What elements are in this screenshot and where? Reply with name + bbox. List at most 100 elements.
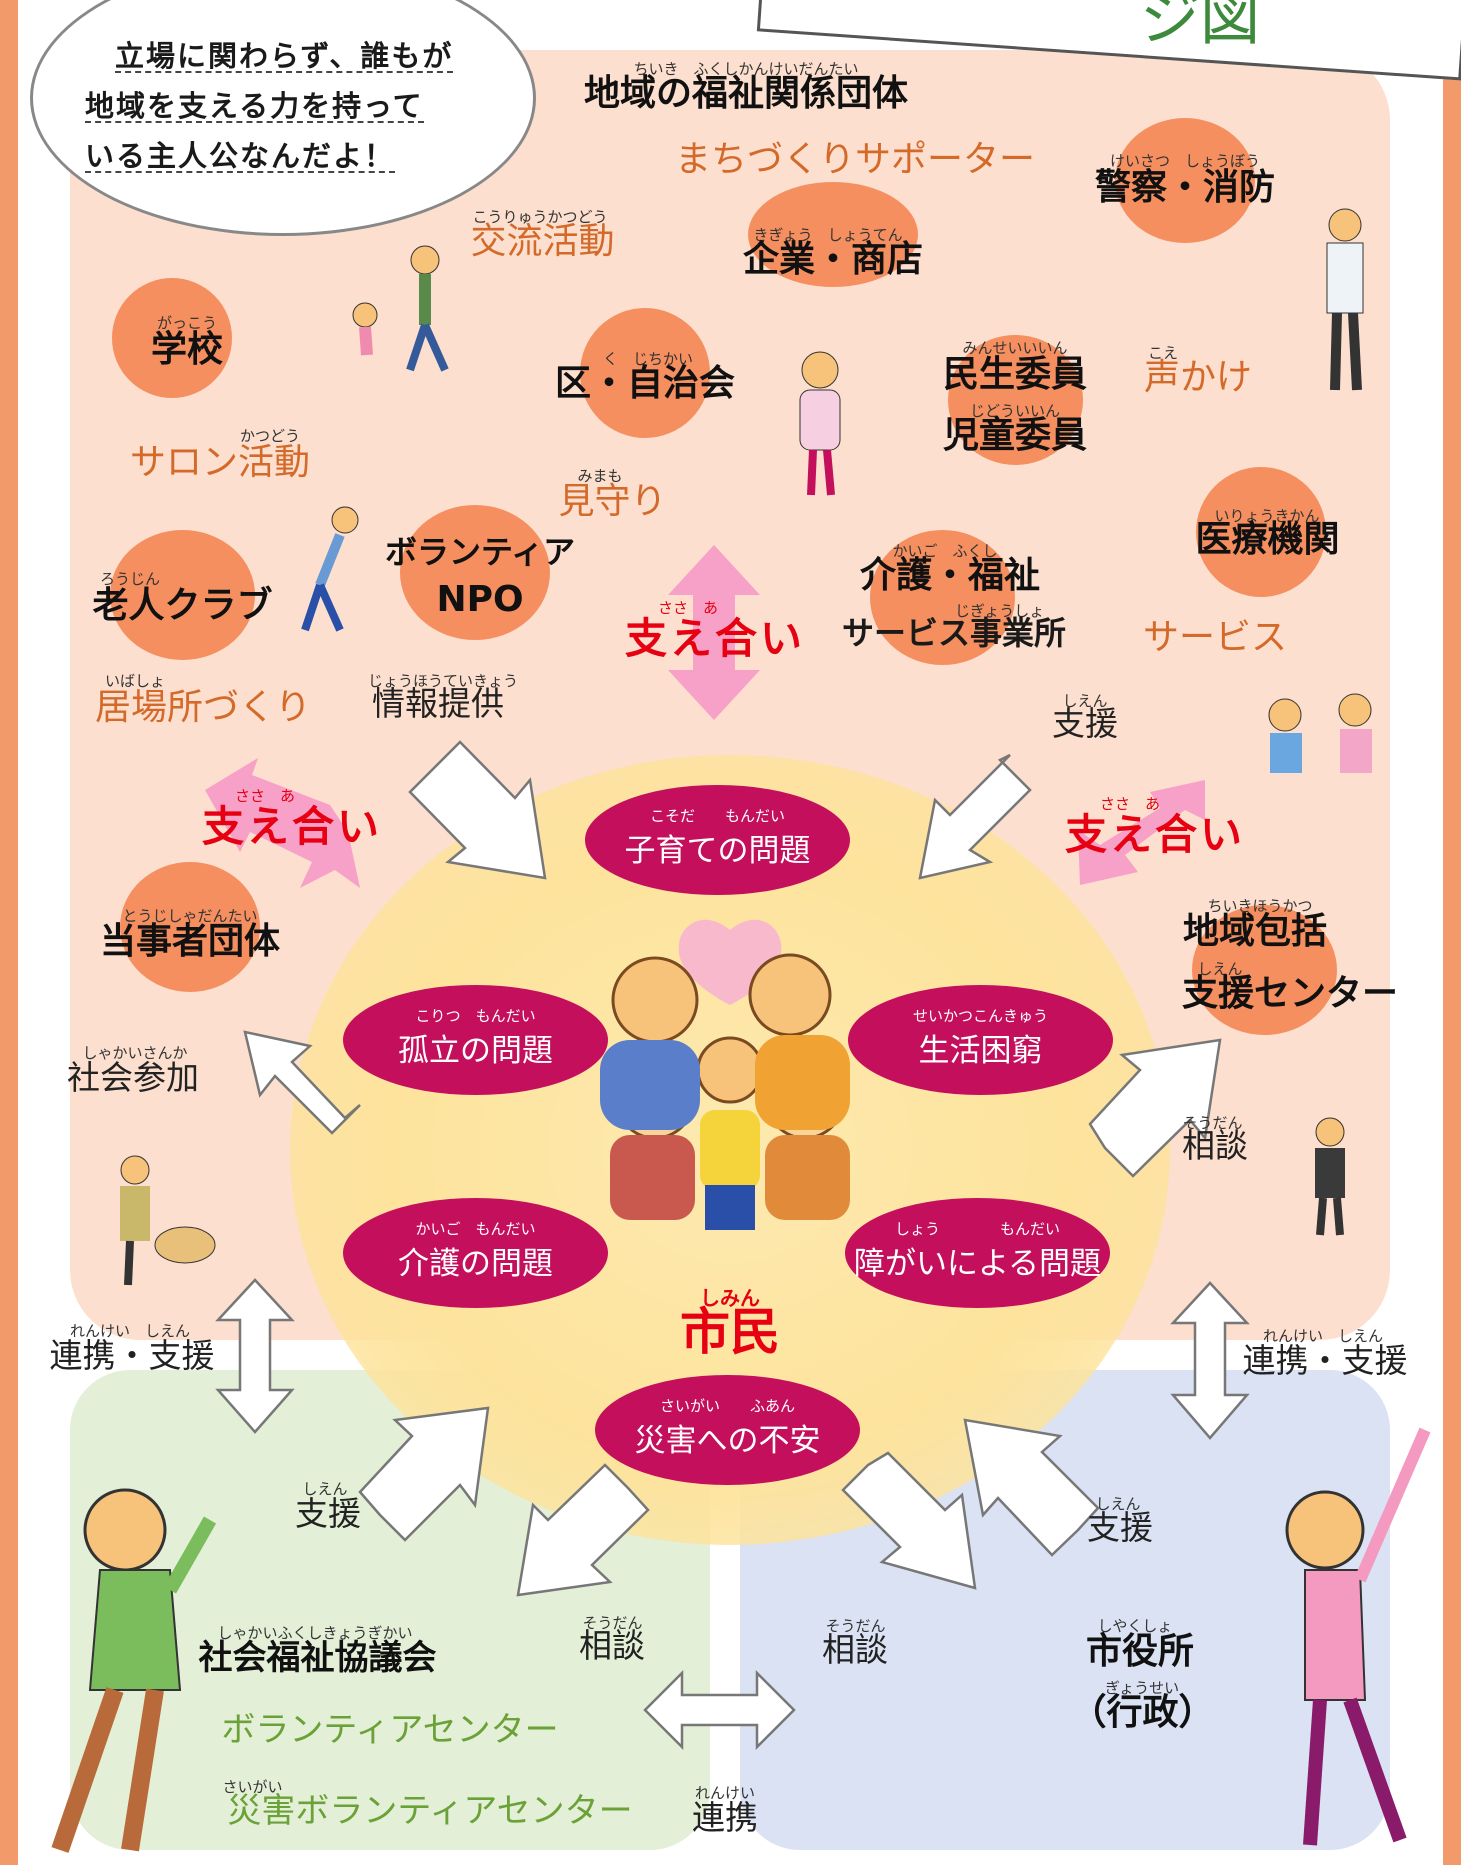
- shakyo-ruby: しゃかいふくしきょうぎかい: [217, 1624, 413, 1642]
- chiiki-label-2: 支援センター: [1182, 973, 1399, 1014]
- problem-poverty: せいかつこんきゅう 生活困窮: [848, 985, 1113, 1095]
- problem-isolation-label: 孤立の問題: [398, 1033, 553, 1069]
- consult-right-ruby: そうだん: [1182, 1114, 1243, 1132]
- city-hall-sub-label: （行政）: [1070, 1692, 1215, 1733]
- city-hall-ruby: しやくしょ: [1097, 1617, 1173, 1635]
- consult-br-label: 相談: [822, 1630, 888, 1669]
- bubble-line-3: いる主人公なんだよ！: [85, 139, 396, 173]
- ward-label: 区・自治会: [554, 363, 735, 404]
- school-circle: [112, 278, 232, 398]
- renkei-bottom-ruby: れんけい: [694, 1784, 755, 1802]
- jido-ruby: じどういいん: [969, 402, 1060, 420]
- citizen-ruby: しみん: [700, 1286, 760, 1310]
- voice-label: 声かけ: [1143, 357, 1252, 398]
- speech-bubble: [30, 0, 536, 236]
- support-br-ruby: しえん: [1095, 1495, 1141, 1513]
- grandmother-illustration: [799, 351, 841, 496]
- volunteer-circle: [400, 505, 550, 640]
- city-hall-label: 市役所: [1085, 1631, 1194, 1672]
- problem-disaster-label: 災害への不安: [634, 1423, 821, 1459]
- problem-isolation: こりつ もんだい 孤立の問題: [343, 985, 608, 1095]
- support-br-label: 支援: [1087, 1508, 1153, 1547]
- problem-disability-label: 障がいによる問題: [853, 1246, 1102, 1282]
- mutual-support-center: 支え合い: [624, 614, 805, 663]
- info-ruby: じょうほうていきょう: [367, 672, 518, 690]
- service-label: サービス: [1142, 617, 1287, 658]
- chiiki-ruby-1: ちいきほうかつ: [1207, 897, 1313, 915]
- business-label: 企業・商店: [742, 239, 923, 280]
- business-ruby: きぎょう しょうてん: [753, 226, 903, 244]
- problem-poverty-label: 生活困窮: [918, 1033, 1043, 1069]
- white-arrow-left: [243, 1030, 361, 1135]
- minsei-label: 民生委員: [942, 354, 1087, 395]
- exchange-label: 交流活動: [470, 221, 615, 262]
- mutual-center-ruby: ささ あ: [657, 599, 718, 617]
- party-ruby: とうじしゃだんたい: [122, 907, 258, 925]
- business-circle: [748, 182, 918, 287]
- consult-bl-ruby: そうだん: [582, 1614, 643, 1632]
- problem-nursing: かいご もんだい 介護の問題: [343, 1198, 608, 1308]
- party-label: 当事者団体: [99, 921, 280, 962]
- party-circle: [120, 862, 260, 992]
- minsei-ruby: みんせいいいん: [962, 339, 1068, 357]
- mimamori-ruby: みまも: [577, 467, 623, 485]
- support-right-ruby: しえん: [1062, 692, 1108, 710]
- support-right-label: 支援: [1052, 704, 1118, 743]
- chiiki-center-circle: [1192, 905, 1337, 1035]
- bubble-line-2: 地域を支える力を持って: [85, 89, 424, 123]
- parent-child-illustration: [352, 245, 449, 372]
- ward-circle: [580, 308, 710, 438]
- white-arrow-right: [1088, 1038, 1222, 1178]
- salon-ruby: かつどう: [239, 427, 300, 445]
- machizukuri-label: まちづくりサポーター: [675, 139, 1036, 180]
- problem-nursing-ruby: かいご もんだい: [415, 1220, 536, 1238]
- problem-isolation-ruby: こりつ もんだい: [415, 1007, 536, 1025]
- medical-circle: [1196, 467, 1326, 597]
- waving-woman-illustration: [1285, 1427, 1431, 1846]
- school-ruby: がっこう: [156, 314, 217, 332]
- support-bl-label: 支援: [295, 1494, 361, 1533]
- mimamori-label: 見守り: [558, 481, 667, 522]
- white-double-arrow-left: [215, 1278, 295, 1434]
- care-office-label: サービス事業所: [842, 614, 1067, 652]
- police-ruby: けいさつ しょうぼう: [1109, 152, 1260, 170]
- support-bl-ruby: しえん: [302, 1480, 348, 1498]
- problem-disability: しょう もんだい 障がいによる問題: [845, 1198, 1110, 1308]
- white-arrow-br-in: [963, 1418, 1100, 1557]
- pink-arrow-right: [1078, 780, 1205, 885]
- care-office-ruby: じぎょうしょ: [955, 602, 1045, 620]
- title-fragment: ジ図: [1140, 0, 1260, 54]
- police-label: 警察・消防: [1094, 167, 1275, 208]
- pink-arrow-left: [205, 758, 360, 888]
- salon-label: サロン活動: [129, 442, 310, 483]
- consulting-man-illustration: [1315, 1117, 1345, 1236]
- children-playing-illustration: [1268, 693, 1372, 773]
- white-double-arrow-bottom: [643, 1669, 796, 1751]
- elderly-club-ruby: ろうじん: [99, 570, 160, 588]
- minsei-circle: [948, 335, 1083, 465]
- disaster-center-label: 災害ボランティアセンター: [227, 1791, 633, 1831]
- bubble-line-1: 立場に関わらず、誰もが: [115, 39, 454, 73]
- care-circle: [870, 530, 1015, 665]
- problem-disaster: さいがい ふあん 災害への不安: [595, 1375, 860, 1485]
- exchange-ruby: こうりゅうかつどう: [472, 208, 608, 226]
- exercising-man-illustration: [301, 506, 359, 632]
- school-label: 学校: [150, 329, 223, 370]
- problem-childcare-ruby: こそだ もんだい: [649, 807, 785, 825]
- medical-label: 医療機関: [1195, 519, 1340, 560]
- problem-childcare-label: 子育ての問題: [624, 833, 811, 869]
- info-label: 情報提供: [372, 684, 504, 723]
- pink-arrow-center: [668, 545, 760, 720]
- care-ruby: かいご ふくし: [892, 542, 998, 560]
- header-title: 地域の福祉関係団体: [583, 73, 908, 114]
- white-arrow-bl-in: [358, 1406, 490, 1542]
- white-arrow-bl-out: [516, 1463, 650, 1597]
- npo-label: NPO: [436, 579, 524, 620]
- mutual-support-right: 支え合い: [1064, 810, 1245, 859]
- jido-label: 児童委員: [942, 415, 1087, 456]
- consult-br-ruby: そうだん: [825, 1617, 886, 1635]
- voice-ruby: こえ: [1147, 344, 1178, 362]
- problem-disaster-ruby: さいがい ふあん: [659, 1397, 795, 1415]
- ibasho-label: 居場所づくり: [95, 687, 312, 728]
